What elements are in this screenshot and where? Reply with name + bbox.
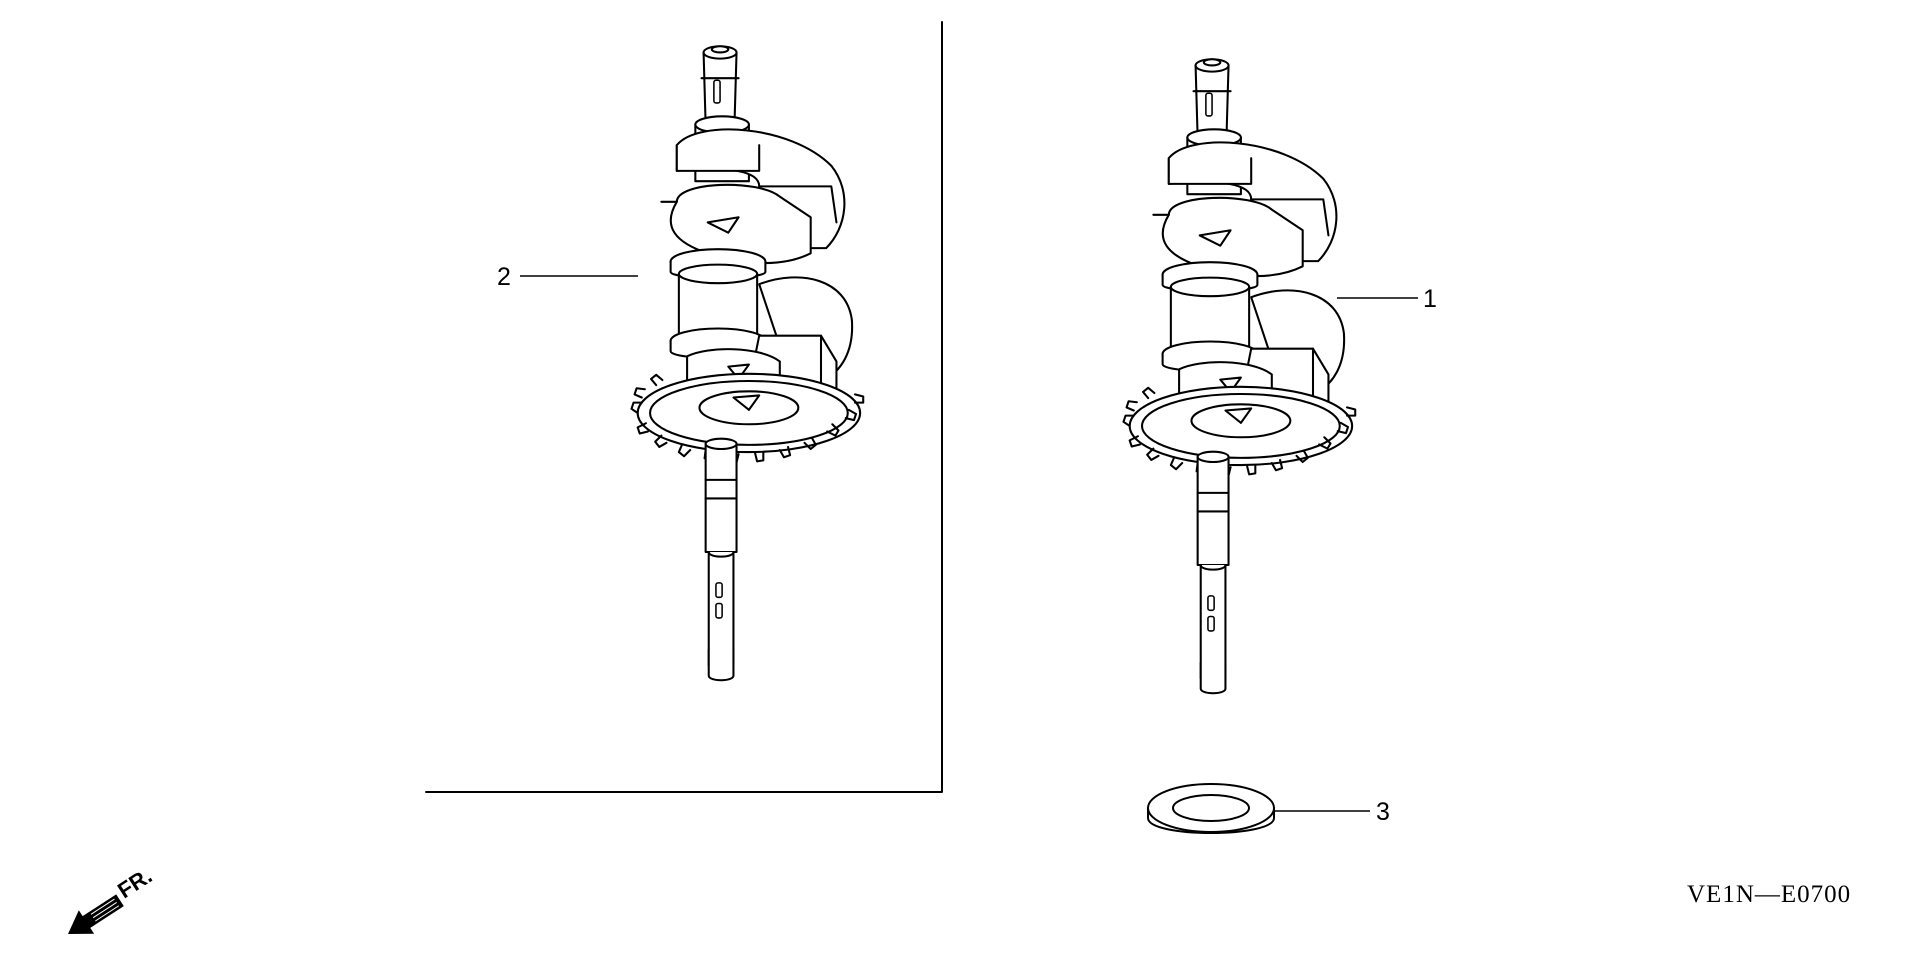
diagram-code: VE1N—E0700 xyxy=(1687,881,1851,908)
callout-number-2[interactable]: 2 xyxy=(497,263,511,291)
front-direction-arrow-icon xyxy=(68,894,124,934)
crankshaft-drawing-2 xyxy=(630,45,865,682)
front-direction-label: FR. xyxy=(113,863,156,903)
crankshaft-drawing-1 xyxy=(1122,58,1357,695)
alternate-part-frame xyxy=(425,21,943,793)
callout-number-1[interactable]: 1 xyxy=(1423,285,1437,313)
callout-number-3[interactable]: 3 xyxy=(1376,798,1390,826)
washer-drawing-3 xyxy=(1147,783,1275,834)
